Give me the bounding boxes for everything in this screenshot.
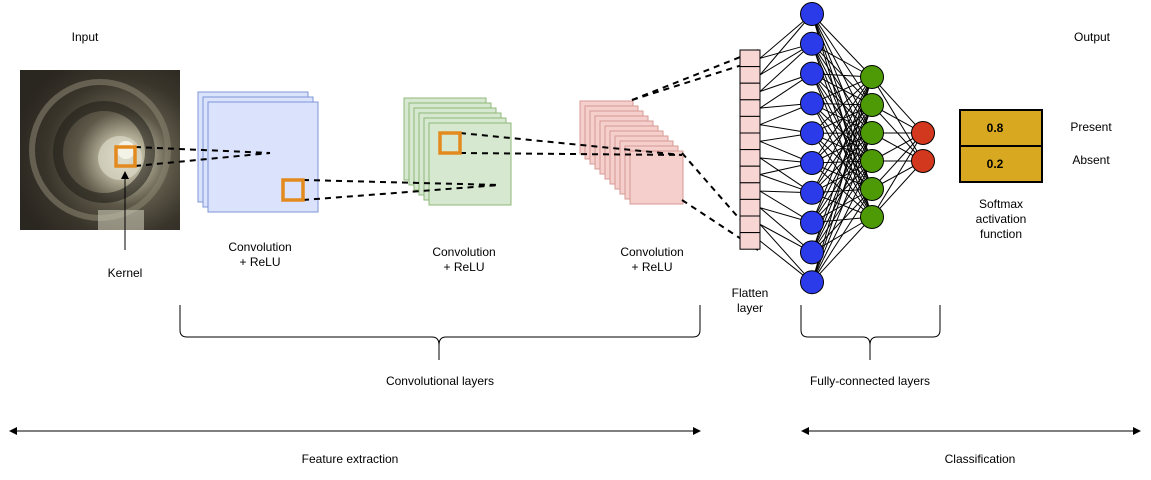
input-node [801, 62, 824, 85]
hidden-node [861, 66, 884, 89]
conv3-feature-maps [580, 101, 683, 204]
input-node [801, 271, 824, 294]
flatten-cell [740, 216, 760, 233]
flatten-label: Flatten layer [722, 286, 778, 316]
flatten-label-line1: Flatten [722, 286, 778, 301]
hidden-node [861, 178, 884, 201]
conv-layers-brace [180, 305, 700, 360]
softmax-output: 0.8 0.2 [960, 110, 1042, 182]
input-node [801, 122, 824, 145]
hidden-node [861, 150, 884, 173]
conv-layers-label: Convolutional layers [360, 374, 520, 389]
softmax-label-line2: activation [960, 212, 1042, 227]
conv1-label: Convolution + ReLU [218, 240, 302, 270]
input-node [801, 92, 824, 115]
classification-label: Classification [920, 452, 1040, 467]
conv2-label-line2: + ReLU [422, 260, 506, 275]
flatten-label-line2: layer [722, 301, 778, 316]
flatten-layer [740, 50, 760, 249]
conv3-label: Convolution + ReLU [610, 245, 694, 275]
flatten-cell [740, 199, 760, 216]
input-label: Input [60, 30, 110, 45]
fc-layers-brace [801, 305, 940, 360]
hidden-node [861, 94, 884, 117]
flatten-cell [740, 233, 760, 250]
kernel-label: Kernel [95, 266, 155, 281]
hidden-node [861, 122, 884, 145]
hidden-node [861, 206, 884, 229]
flatten-cell [740, 133, 760, 150]
input-node [801, 241, 824, 264]
conv1-label-line1: Convolution [218, 240, 302, 255]
connection-line [872, 133, 923, 217]
class-label-absent: Absent [1062, 153, 1120, 168]
input-image [20, 70, 180, 230]
softmax-value-absent: 0.2 [987, 157, 1004, 171]
flatten-cell [740, 67, 760, 84]
output-node [912, 150, 935, 173]
conv3-label-line1: Convolution [610, 245, 694, 260]
softmax-label-line1: Softmax [960, 197, 1042, 212]
softmax-label-line3: function [960, 227, 1042, 242]
input-node [801, 3, 824, 26]
input-node [801, 32, 824, 55]
flatten-cell [740, 50, 760, 67]
softmax-value-present: 0.8 [987, 121, 1004, 135]
softmax-label: Softmax activation function [960, 197, 1042, 242]
fc-layers-label: Fully-connected layers [795, 374, 945, 389]
input-node [801, 181, 824, 204]
conv3-map [630, 151, 683, 204]
class-label-present: Present [1062, 120, 1120, 135]
flatten-cell [740, 100, 760, 117]
flatten-cell [740, 116, 760, 133]
input-node [801, 211, 824, 234]
input-node [801, 152, 824, 175]
dashed-line [632, 50, 758, 100]
conv2-label-line1: Convolution [422, 245, 506, 260]
conv2-label: Convolution + ReLU [422, 245, 506, 275]
flatten-cell [740, 183, 760, 200]
flatten-cell [740, 83, 760, 100]
output-node [912, 122, 935, 145]
dashed-line [632, 60, 758, 100]
fc-connections [760, 14, 923, 282]
output-label: Output [1062, 30, 1122, 45]
flatten-cell [740, 150, 760, 167]
feature-extraction-label: Feature extraction [280, 452, 420, 467]
conv3-label-line2: + ReLU [610, 260, 694, 275]
flatten-cell [740, 166, 760, 183]
conv1-label-line2: + ReLU [218, 255, 302, 270]
